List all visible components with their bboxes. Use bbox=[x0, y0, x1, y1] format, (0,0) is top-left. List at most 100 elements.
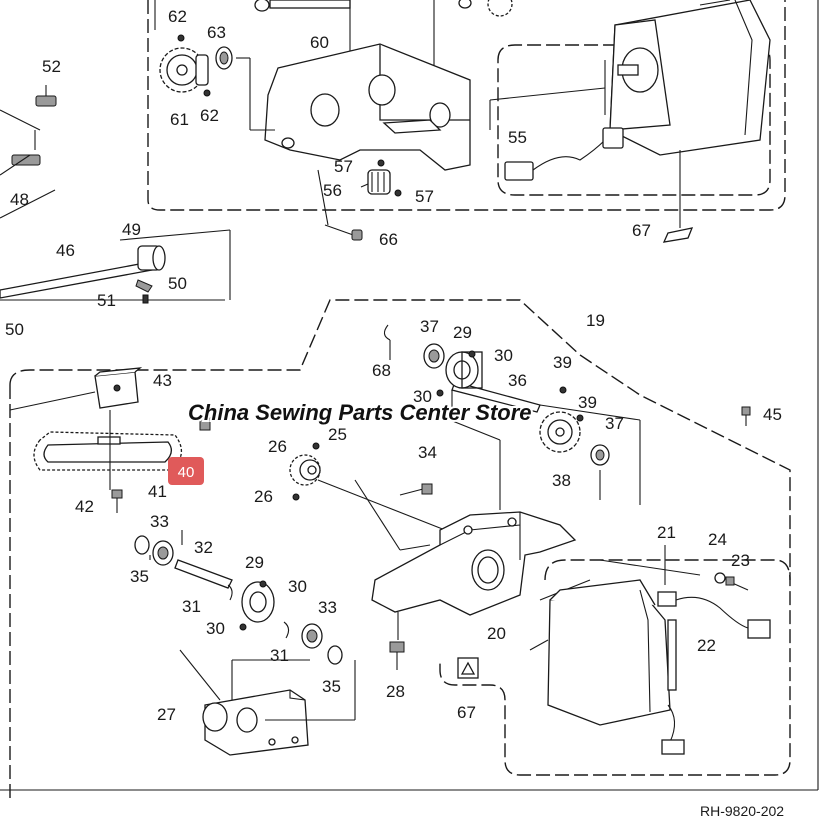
connector-22-icon bbox=[657, 591, 771, 639]
screw-51-icon bbox=[142, 294, 149, 304]
label-45: 45 bbox=[763, 405, 782, 424]
bearing-33-icon bbox=[152, 540, 174, 566]
label-41: 41 bbox=[148, 482, 167, 501]
label-30b: 30 bbox=[413, 387, 432, 406]
label-28: 28 bbox=[386, 682, 405, 701]
label-20: 20 bbox=[487, 624, 506, 643]
screw-52-icon bbox=[35, 85, 57, 107]
shaft-32-icon bbox=[174, 559, 233, 589]
drawing-code: RH-9820-202 bbox=[700, 803, 784, 819]
label-36: 36 bbox=[508, 371, 527, 390]
label-67b: 67 bbox=[457, 703, 476, 722]
label-23: 23 bbox=[731, 551, 750, 570]
highlight-badge-40: 40 bbox=[168, 457, 204, 485]
label-31a: 31 bbox=[182, 597, 201, 616]
collar-49-icon bbox=[137, 245, 166, 271]
label-38: 38 bbox=[552, 471, 571, 490]
bracket-20-icon bbox=[371, 511, 577, 616]
upper-assembly bbox=[0, 0, 771, 243]
label-55: 55 bbox=[508, 128, 527, 147]
label-56: 56 bbox=[323, 181, 342, 200]
label-48: 48 bbox=[10, 190, 29, 209]
screw-66-icon bbox=[324, 224, 363, 241]
label-29a: 29 bbox=[453, 323, 472, 342]
group-boundaries bbox=[9, 0, 791, 800]
label-63: 63 bbox=[207, 23, 226, 42]
label-30c: 30 bbox=[288, 577, 307, 596]
label-27: 27 bbox=[157, 705, 176, 724]
screw-23-icon bbox=[725, 576, 749, 591]
screw-50-icon bbox=[135, 279, 153, 293]
label-61: 61 bbox=[170, 110, 189, 129]
label-62b: 62 bbox=[200, 106, 219, 125]
watermark-text: China Sewing Parts Center Store bbox=[188, 400, 532, 425]
central-assembly bbox=[9, 324, 751, 670]
screw-42-icon bbox=[111, 489, 123, 513]
clamp-43-icon bbox=[94, 367, 143, 409]
label-67a: 67 bbox=[632, 221, 651, 240]
washer-24-icon bbox=[714, 572, 726, 584]
label-33b: 33 bbox=[318, 598, 337, 617]
screw-48-icon bbox=[11, 154, 41, 166]
label-57b: 57 bbox=[415, 187, 434, 206]
label-22: 22 bbox=[697, 636, 716, 655]
shaft-assembly bbox=[0, 189, 231, 304]
label-43: 43 bbox=[153, 371, 172, 390]
label-31b: 31 bbox=[270, 646, 289, 665]
label-26b: 26 bbox=[254, 487, 273, 506]
label-68: 68 bbox=[372, 361, 391, 380]
label-30d: 30 bbox=[206, 619, 225, 638]
label-62a: 62 bbox=[168, 7, 187, 26]
shaft-46-icon bbox=[0, 261, 153, 299]
pulley-29b-icon bbox=[241, 581, 275, 623]
label-50b: 50 bbox=[5, 320, 24, 339]
highlight-badge-label: 40 bbox=[178, 464, 195, 481]
label-46: 46 bbox=[56, 241, 75, 260]
label-66: 66 bbox=[379, 230, 398, 249]
label-33a: 33 bbox=[150, 512, 169, 531]
label-39a: 39 bbox=[553, 353, 572, 372]
bearing-37b-icon bbox=[590, 444, 610, 466]
plate-67b-icon bbox=[457, 657, 479, 679]
screw-44-icon bbox=[199, 417, 211, 431]
screw-28-icon bbox=[389, 641, 405, 670]
motor-connector-icon bbox=[661, 739, 685, 755]
label-52: 52 bbox=[42, 57, 61, 76]
plate-67-icon bbox=[662, 227, 694, 243]
label-51: 51 bbox=[97, 291, 116, 310]
label-39b: 39 bbox=[578, 393, 597, 412]
label-24: 24 bbox=[708, 530, 727, 549]
bearing-33b-icon bbox=[301, 623, 323, 649]
label-35a: 35 bbox=[130, 567, 149, 586]
label-57a: 57 bbox=[334, 157, 353, 176]
gear-25-icon bbox=[289, 454, 321, 486]
ring-35-icon bbox=[134, 535, 150, 555]
label-21: 21 bbox=[657, 523, 676, 542]
label-34: 34 bbox=[418, 443, 437, 462]
label-37b: 37 bbox=[605, 414, 624, 433]
label-30a: 30 bbox=[494, 346, 513, 365]
connector-55-icon bbox=[504, 127, 624, 181]
label-35b: 35 bbox=[322, 677, 341, 696]
motor-top-icon bbox=[609, 0, 771, 156]
bearing-37-icon bbox=[423, 343, 445, 369]
gear-61-icon bbox=[159, 47, 209, 93]
part-labels: 62 63 60 61 62 52 48 57 56 57 55 66 67 4… bbox=[5, 7, 782, 724]
label-49: 49 bbox=[122, 220, 141, 239]
label-60: 60 bbox=[310, 33, 329, 52]
screw-34-icon bbox=[399, 483, 433, 496]
shaft-36-icon bbox=[451, 381, 541, 413]
label-37a: 37 bbox=[420, 317, 439, 336]
belt-41-icon bbox=[33, 431, 182, 471]
screw-62-icon bbox=[177, 34, 185, 42]
bearing-63-icon bbox=[215, 46, 233, 70]
lower-left-assembly bbox=[134, 530, 356, 756]
lower-motor bbox=[457, 545, 771, 755]
screw-45-icon bbox=[741, 406, 751, 426]
screw-62b-icon bbox=[203, 89, 211, 97]
label-29b: 29 bbox=[245, 553, 264, 572]
gear-38-icon bbox=[539, 411, 581, 453]
highlight-badge-bg bbox=[168, 457, 204, 485]
lever-27-icon bbox=[202, 689, 309, 756]
